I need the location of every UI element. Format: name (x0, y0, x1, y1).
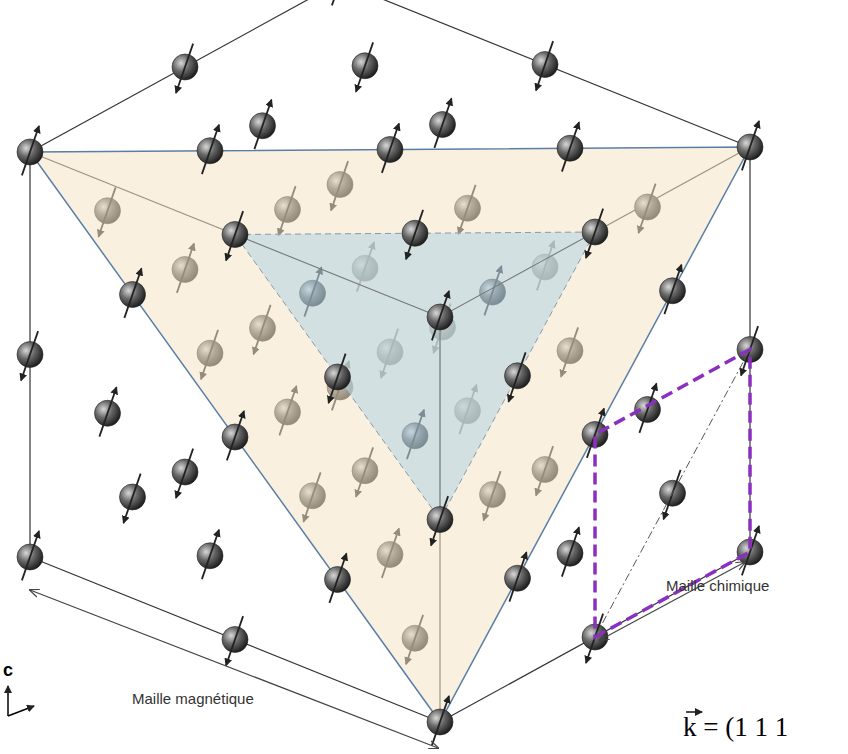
axis (8, 706, 34, 716)
cube-edge (440, 232, 595, 317)
spin-arrow (99, 387, 116, 436)
cube-edge (440, 317, 441, 520)
cube-edge (340, 0, 750, 147)
spin-arrow (509, 552, 526, 601)
spin-arrow (22, 531, 39, 580)
spin-arrow (356, 42, 373, 91)
axis (7, 686, 9, 716)
spin-arrow (226, 616, 243, 665)
spin-arrow (254, 100, 271, 149)
spin-arrow (176, 449, 193, 498)
spin-arrow (432, 696, 449, 745)
spin-arrow (536, 41, 553, 90)
spin-arrow (176, 44, 193, 93)
dimension-label: Maille chimique (666, 577, 769, 594)
dimension-arrow (600, 562, 745, 640)
spin-arrow (329, 554, 346, 603)
spin-arrow (406, 210, 423, 259)
vector-label: k = (1 1 1 (683, 712, 788, 743)
spin-arrow (22, 126, 39, 175)
spin-arrow (21, 331, 38, 380)
spin-arrow (434, 99, 451, 148)
spin-arrow (664, 265, 681, 314)
spin-arrow (329, 354, 346, 403)
spin-arrow (509, 352, 526, 401)
lattice-plane (30, 147, 750, 722)
spin-arrow (587, 409, 604, 458)
spin-arrow (382, 124, 399, 173)
spin-arrow (124, 474, 141, 523)
spin-arrow (562, 122, 579, 171)
spin-arrow (432, 291, 449, 340)
spin-arrow (562, 527, 579, 576)
cube-edge (235, 235, 440, 318)
spin-arrow (586, 209, 603, 258)
spin-arrow (639, 384, 656, 433)
spin-arrow (227, 411, 244, 460)
dimension-arrow (30, 590, 438, 748)
spin-arrow (332, 0, 349, 5)
spin-arrow (226, 211, 243, 260)
spin-arrow (431, 496, 448, 545)
axis-label: c (3, 660, 13, 681)
lattice-plane (235, 232, 595, 520)
spin-arrow (742, 121, 759, 170)
spin-arrow (202, 530, 219, 579)
spin-arrow (124, 269, 141, 318)
cube-edge (30, 0, 340, 152)
spin-arrow (742, 526, 759, 575)
dimension-label: Maille magnétique (132, 690, 254, 707)
spin-arrow (202, 125, 219, 174)
